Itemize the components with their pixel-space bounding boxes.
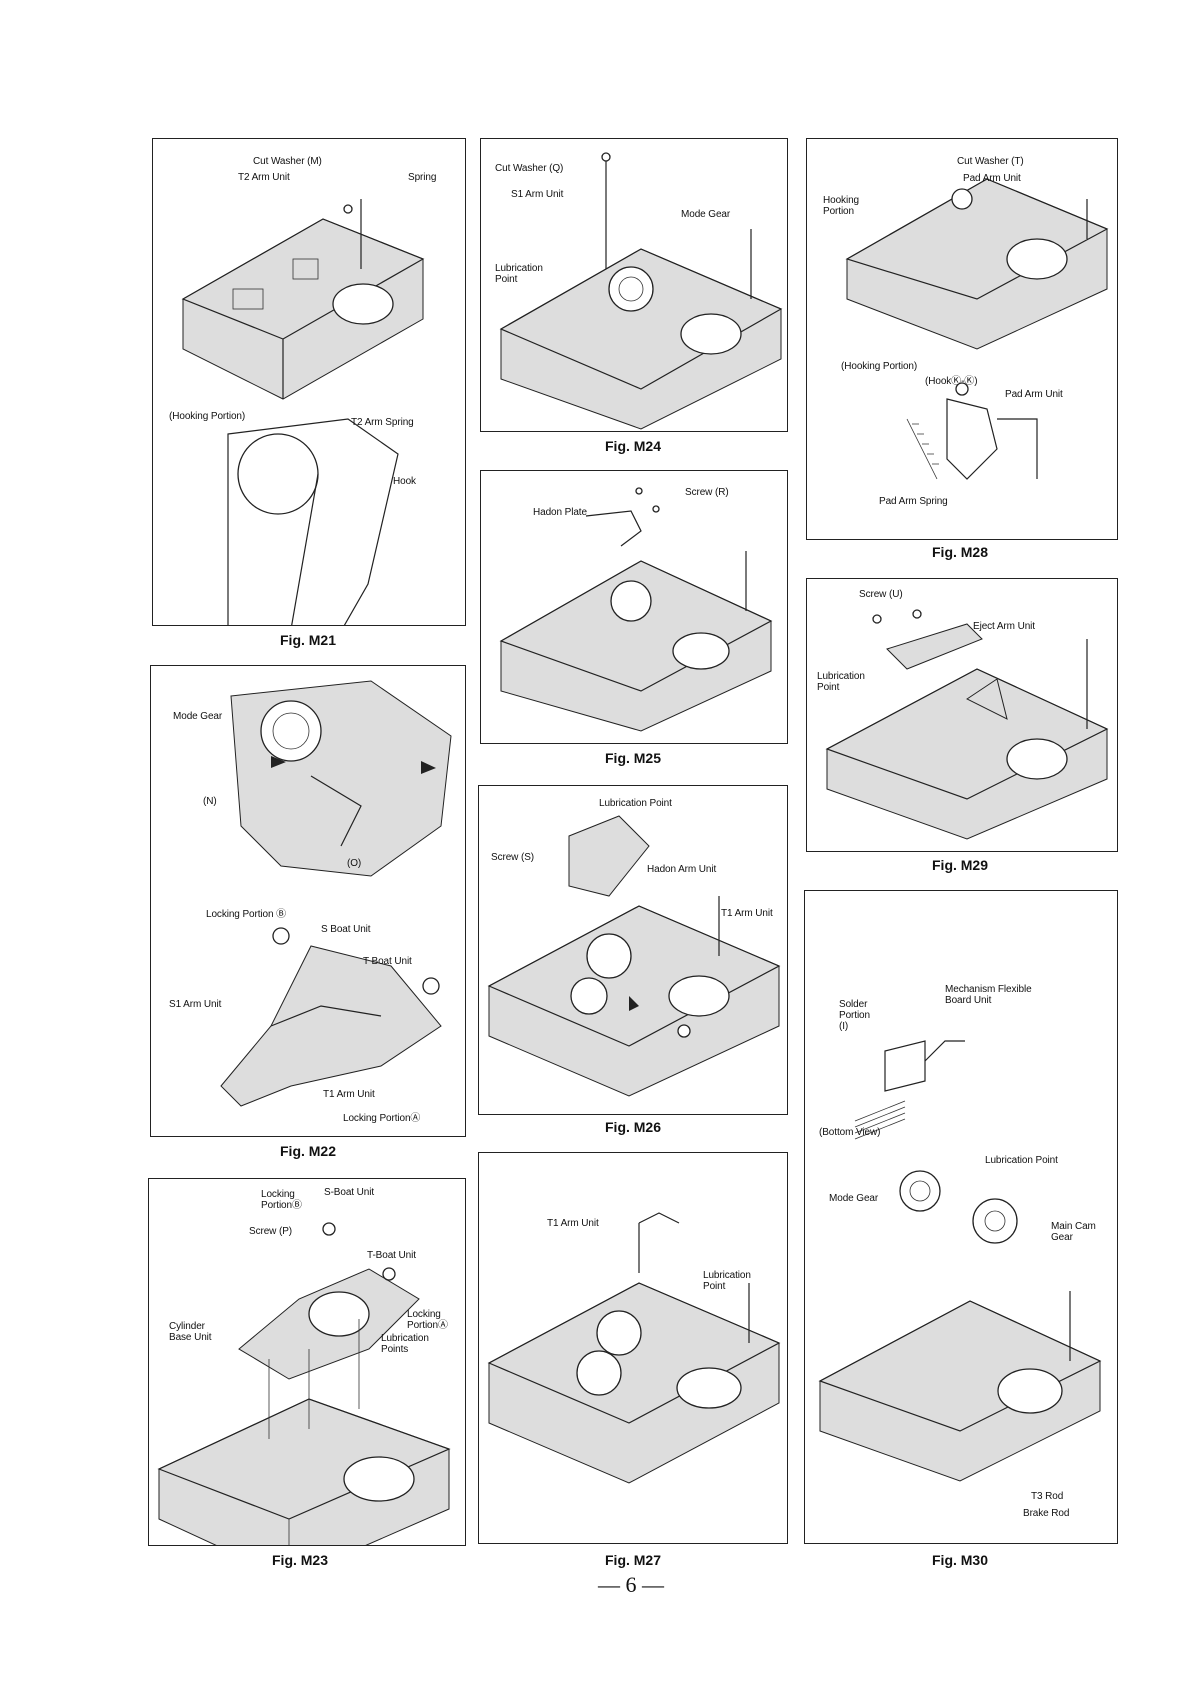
m24-label-lubrication-point: Lubrication Point — [495, 263, 543, 285]
m30-caption: Fig. M30 — [932, 1552, 989, 1568]
m22-label-locking-portion-b: Locking Portion Ⓑ — [206, 909, 287, 920]
m24-label-cut-washer-q: Cut Washer (Q) — [495, 163, 564, 174]
m24-label-s1-arm-unit: S1 Arm Unit — [511, 189, 564, 200]
m21-label-t2-arm-spring: T2 Arm Spring — [351, 417, 414, 428]
m23-drawing — [157, 1222, 451, 1545]
m26-label-hadon-arm-unit: Hadon Arm Unit — [647, 864, 717, 875]
m28-label-hooking-portion: (Hooking Portion) — [841, 361, 918, 372]
m22-caption: Fig. M22 — [280, 1143, 337, 1159]
m30-label-bottom-view: (Bottom View) — [819, 1127, 881, 1138]
m30-label-mechanism-flexible-board-unit: Mechanism Flexible Board Unit — [945, 984, 1032, 1006]
m28-drawing — [845, 178, 1109, 480]
m26-label-screw-s: Screw (S) — [491, 852, 534, 863]
m27-label-lubrication-point: Lubrication Point — [703, 1270, 751, 1292]
figure-m30: Mechanism Flexible Board Unit Solder Por… — [804, 890, 1118, 1544]
figure-m24: Cut Washer (Q) S1 Arm Unit Mode Gear Lub… — [480, 138, 788, 432]
figure-m21: Cut Washer (M) T2 Arm Unit Spring (Hooki… — [152, 138, 466, 626]
m30-drawing — [818, 1040, 1102, 1482]
m22-label-t1-arm-unit: T1 Arm Unit — [323, 1089, 375, 1100]
m26-drawing — [487, 815, 781, 1097]
m23-label-lubrication-points: Lubrication Points — [381, 1333, 429, 1355]
m30-label-solder-portion: Solder Portion (I) — [839, 999, 870, 1032]
m23-label-cylinder-base-unit: Cylinder Base Unit — [169, 1321, 212, 1343]
m24-caption: Fig. M24 — [605, 438, 662, 454]
m25-caption: Fig. M25 — [605, 750, 662, 766]
m21-label-spring: Spring — [408, 172, 437, 183]
m29-label-lubrication-point: Lubrication Point — [817, 671, 865, 693]
m30-label-t3-rod: T3 Rod — [1031, 1491, 1064, 1502]
m30-label-mode-gear: Mode Gear — [829, 1193, 879, 1204]
m22-label-n: (N) — [203, 796, 217, 807]
m21-drawing — [181, 199, 425, 625]
m23-label-s-boat-unit: S-Boat Unit — [324, 1187, 375, 1198]
m28-label-pad-arm-unit: Pad Arm Unit — [1005, 389, 1063, 400]
figure-m25: Screw (R) Hadon Plate — [480, 470, 788, 744]
figure-m28: Cut Washer (T) Pad Arm Unit Hooking Port… — [806, 138, 1118, 540]
figure-m23: Locking PortionⒷ S-Boat Unit Screw (P) T… — [148, 1178, 466, 1546]
figure-m22: Mode Gear (N) (O) Locking Portion Ⓑ S Bo… — [150, 665, 466, 1137]
figure-m27: T1 Arm Unit Lubrication Point — [478, 1152, 788, 1544]
m21-label-hook: Hook — [393, 476, 416, 487]
m26-label-t1-arm-unit: T1 Arm Unit — [721, 908, 773, 919]
m26-caption: Fig. M26 — [605, 1119, 662, 1135]
m27-label-t1-arm-unit: T1 Arm Unit — [547, 1218, 599, 1229]
m27-caption: Fig. M27 — [605, 1552, 662, 1568]
page-number: — 6 — — [598, 1572, 664, 1597]
m22-label-mode-gear: Mode Gear — [173, 711, 223, 722]
m23-label-screw-p: Screw (P) — [249, 1226, 292, 1237]
m27-drawing — [487, 1212, 781, 1484]
m21-caption: Fig. M21 — [280, 632, 337, 648]
m22-drawing — [220, 680, 452, 1107]
m25-label-hadon-plate: Hadon Plate — [533, 507, 587, 518]
m28-label-hooking-portion-top: Hooking Portion — [823, 195, 859, 217]
m29-drawing — [825, 609, 1109, 840]
m25-label-screw-r: Screw (R) — [685, 487, 729, 498]
figure-m29: Screw (U) Eject Arm Unit Lubrication Poi… — [806, 578, 1118, 852]
m30-label-brake-rod: Brake Rod — [1023, 1508, 1070, 1519]
m25-drawing — [499, 487, 773, 732]
m24-drawing — [499, 152, 783, 430]
m22-label-t-boat-unit: T Boat Unit — [363, 956, 412, 967]
m28-label-cut-washer-t: Cut Washer (T) — [957, 156, 1024, 167]
m29-label-screw-u: Screw (U) — [859, 589, 903, 600]
m21-label-hooking-portion: (Hooking Portion) — [169, 411, 246, 422]
m28-caption: Fig. M28 — [932, 544, 989, 560]
m22-label-s-boat-unit: S Boat Unit — [321, 924, 371, 935]
m28-label-hook-k: (HookⓀ-Ⓚ) — [925, 376, 978, 387]
m29-caption: Fig. M29 — [932, 857, 989, 873]
m22-label-s1-arm-unit: S1 Arm Unit — [169, 999, 222, 1010]
m23-label-t-boat-unit: T-Boat Unit — [367, 1250, 416, 1261]
m23-label-locking-portion-a: Locking PortionⒶ — [407, 1309, 448, 1331]
m30-label-main-cam-gear: Main Cam Gear — [1051, 1221, 1096, 1243]
m21-label-cut-washer: Cut Washer (M) — [253, 156, 322, 167]
m21-label-t2-arm-unit: T2 Arm Unit — [238, 172, 290, 183]
m22-label-o: (O) — [347, 858, 362, 869]
m30-label-lubrication-point: Lubrication Point — [985, 1155, 1058, 1166]
m23-label-locking-portion-b: Locking PortionⒷ — [261, 1189, 302, 1211]
m26-label-lubrication-point: Lubrication Point — [599, 798, 672, 809]
m29-label-eject-arm-unit: Eject Arm Unit — [973, 621, 1035, 632]
m28-label-pad-arm-unit-top: Pad Arm Unit — [963, 173, 1021, 184]
m28-label-pad-arm-spring: Pad Arm Spring — [879, 496, 948, 507]
m24-label-mode-gear: Mode Gear — [681, 209, 731, 220]
m22-label-locking-portion-a: Locking PortionⒶ — [343, 1113, 421, 1124]
m23-caption: Fig. M23 — [272, 1552, 329, 1568]
figure-m26: Lubrication Point Screw (S) Hadon Arm Un… — [478, 785, 788, 1115]
